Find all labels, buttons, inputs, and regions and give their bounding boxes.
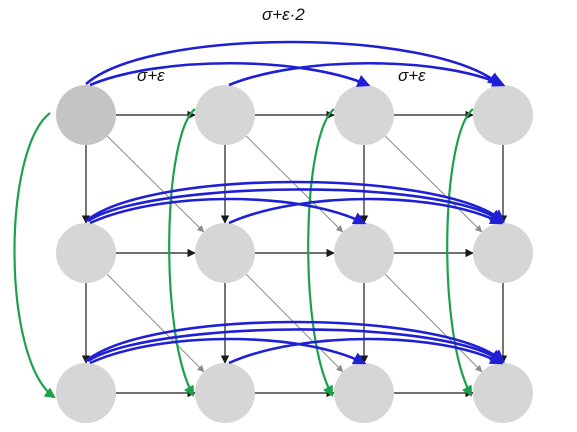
node-r2-c2 [334,363,394,423]
skip-arc-row2-long-inner [87,328,504,363]
node-r1-c3 [473,223,533,283]
skip-arc-row1-long [85,180,506,223]
skip-arc-top-left [89,61,371,87]
node-r0-c0 [56,85,116,145]
diagonal-edge-r1-c0 [106,273,205,373]
wrap-edge-c2 [307,108,335,397]
skip-arc-top-right [228,62,506,87]
diagonal-edge-r0-c2 [384,135,483,233]
diagonal-edge-r0-c0 [106,135,205,233]
skip-arc-row1-left [89,197,367,225]
right-arc-label: σ+ε [398,66,426,85]
node-r1-c1 [195,223,255,283]
node-r2-c3 [473,363,533,423]
node-r2-c0 [56,363,116,423]
node-r1-c2 [334,223,394,283]
skip-arc-row1-right [228,197,504,225]
wrap-edge-c3 [446,108,474,397]
node-r0-c1 [195,85,255,145]
skip-arc-row2-right [228,337,504,365]
node-r0-c3 [473,85,533,145]
node-r1-c0 [56,223,116,283]
top-arc-label: σ+ε·2 [262,5,305,24]
node-r0-c2 [334,85,394,145]
diagonal-edge-r0-c1 [245,135,344,233]
wrap-edge-c1 [168,108,196,397]
diagonal-edge-r1-c2 [384,273,483,373]
left-arc-label: σ+ε [137,66,165,85]
skip-arc-row2-long [85,320,506,363]
node-r2-c1 [195,363,255,423]
skip-arc-top-long [85,40,502,86]
skip-arc-row1-long-inner [87,188,504,223]
wrap-edge-c0 [13,112,56,399]
skip-arc-row2-left [89,337,367,365]
